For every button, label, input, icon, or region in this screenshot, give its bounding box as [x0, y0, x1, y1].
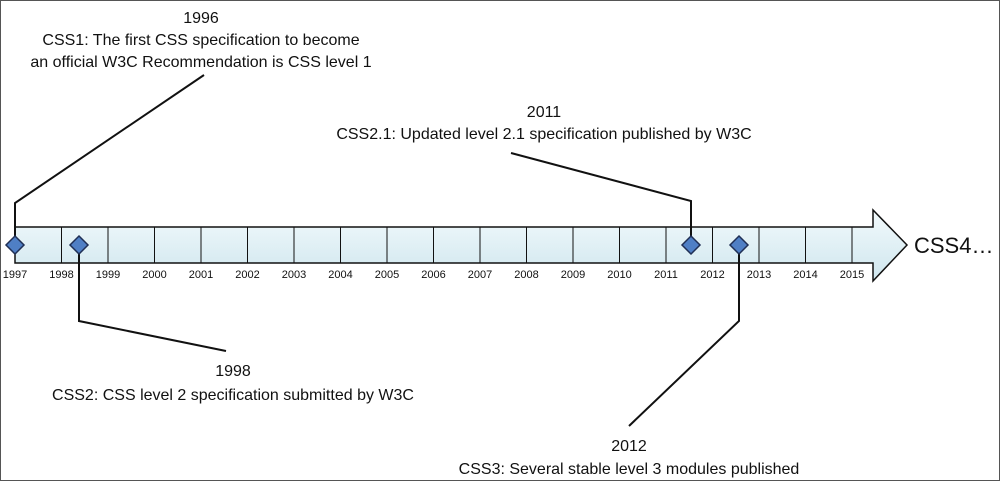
event-year: 1996 [183, 10, 219, 27]
year-tick-label: 2000 [142, 269, 166, 281]
year-tick-labels: 1997 1998 1999 2000 2001 2002 2003 2004 2005 2006… [3, 269, 864, 281]
marker-css1 [4, 234, 26, 256]
year-tick-label: 2014 [793, 269, 817, 281]
event-description-line: CSS1: The first CSS specification to bec… [42, 32, 359, 49]
marker-css21 [680, 234, 702, 256]
event-year: 2011 [527, 104, 562, 121]
year-tick-label: 1998 [49, 269, 73, 281]
year-tick-label: 1999 [96, 269, 120, 281]
year-tick-label: 2006 [421, 269, 445, 281]
year-tick-label: 2002 [235, 269, 259, 281]
year-tick-label: 1997 [3, 269, 27, 281]
leader-css3 [628, 245, 740, 427]
timeline-cells [61, 227, 853, 263]
year-tick-label: 2004 [328, 269, 352, 281]
year-tick-label: 2013 [747, 269, 771, 281]
year-tick-label: 2008 [514, 269, 538, 281]
year-tick-label: 2010 [607, 269, 631, 281]
year-tick-label: 2005 [375, 269, 399, 281]
event-year: 1998 [215, 363, 251, 380]
timeline-arrow [14, 208, 909, 283]
end-label: CSS4… [914, 233, 993, 258]
year-tick-label: 2007 [468, 269, 492, 281]
event-markers [4, 234, 750, 256]
event-year: 2012 [611, 438, 647, 455]
event-css21: 2011 CSS2.1: Updated level 2.1 specifica… [336, 104, 751, 143]
year-tick-label: 2001 [189, 269, 213, 281]
year-tick-label: 2003 [282, 269, 306, 281]
event-description-line: CSS3: Several stable level 3 modules pub… [459, 461, 800, 478]
callout-lines [14, 74, 740, 427]
marker-css3 [728, 234, 750, 256]
year-tick-label: 2011 [654, 269, 678, 281]
leader-css2 [78, 245, 227, 352]
event-description-line: CSS2.1: Updated level 2.1 specification … [336, 126, 751, 143]
event-css3: 2012 CSS3: Several stable level 3 module… [459, 438, 800, 478]
event-description-line: CSS2: CSS level 2 specification submitte… [52, 387, 414, 404]
marker-css2 [68, 234, 90, 256]
year-tick-label: 2012 [700, 269, 724, 281]
event-css1: 1996 CSS1: The first CSS specification t… [30, 10, 371, 71]
year-tick-label: 2015 [840, 269, 864, 281]
event-css2: 1998 CSS2: CSS level 2 specification sub… [52, 363, 414, 404]
event-description-line: an official W3C Recommendation is CSS le… [30, 54, 371, 71]
year-tick-label: 2009 [561, 269, 585, 281]
leader-css1 [14, 74, 205, 245]
leader-css21 [510, 152, 692, 245]
